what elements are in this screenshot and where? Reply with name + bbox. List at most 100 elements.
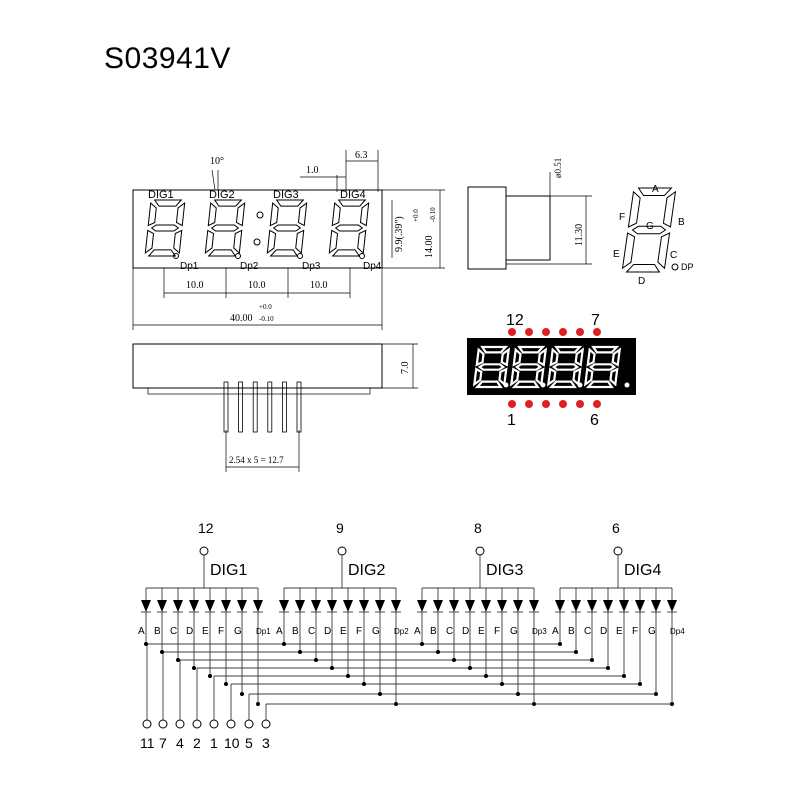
bottom-pin	[223, 381, 229, 433]
segment-b	[574, 347, 585, 367]
segment-label: C	[170, 626, 177, 637]
segment-label: B	[430, 626, 437, 637]
diode-triangle	[635, 600, 645, 612]
front-digits	[144, 199, 370, 259]
diode-triangle	[375, 600, 385, 612]
pin-layout-illustration: 12 7 1 6	[467, 312, 636, 429]
dp-dot	[173, 253, 179, 259]
angle-line	[211, 169, 216, 191]
segmap-label-e: E	[613, 249, 620, 260]
bottom-pin	[267, 381, 273, 433]
segment-label: G	[510, 626, 518, 637]
diode-triangle	[555, 600, 565, 612]
segment-f	[586, 347, 596, 367]
photo-pins	[508, 328, 601, 408]
diode-triangle	[587, 600, 597, 612]
pin-pitch-label: 2.54 x 5 = 12.7	[229, 455, 284, 465]
diode-triangle	[327, 600, 337, 612]
bottom-pin	[238, 381, 244, 433]
photo-dp-dot	[624, 382, 630, 388]
side-body	[467, 186, 507, 270]
segmap-label-b: B	[678, 217, 685, 228]
anode-pin-number: 6	[612, 520, 620, 536]
photo-digit	[509, 345, 548, 389]
segment-label: D	[462, 626, 469, 637]
junction-dot	[240, 692, 244, 696]
segment-a	[517, 345, 546, 354]
segment-d	[207, 249, 237, 257]
segment-map-digit	[621, 187, 677, 273]
front-digit-label: DIG2	[209, 189, 235, 201]
segment-label: A	[552, 626, 559, 637]
segmap-label-f: F	[619, 212, 625, 223]
segment-c	[295, 229, 305, 254]
anode-pin-number: 12	[198, 520, 214, 536]
diode-triangle	[391, 600, 401, 612]
diode-triangle	[253, 600, 263, 612]
segmap-label-c: C	[670, 250, 677, 261]
segment-e	[621, 232, 636, 270]
segment-f	[549, 347, 559, 367]
width-tol-minus: -0.10	[259, 315, 274, 323]
segment-f	[475, 347, 485, 367]
segment-label: E	[478, 626, 485, 637]
segment-b	[359, 201, 370, 227]
anode-pin-number: 9	[336, 520, 344, 536]
bottom-pins	[223, 381, 302, 433]
segment-c	[173, 229, 183, 254]
photo-pin-top	[542, 328, 550, 336]
segment-b	[537, 347, 548, 367]
segment-a	[213, 199, 243, 207]
bottom-base	[147, 387, 371, 395]
segment-map: A B C D E F G DP	[613, 184, 694, 287]
segment-output-terminal	[158, 719, 168, 729]
digit-width-label: 6.3	[355, 150, 368, 161]
diode-triangle	[619, 600, 629, 612]
digit-name-label: DIG1	[210, 562, 247, 579]
front-digit	[204, 199, 246, 257]
anode-pin-terminal	[337, 546, 347, 556]
segment-c	[357, 229, 367, 254]
segment-e	[509, 367, 520, 387]
pitch-label: 10.0	[248, 280, 266, 291]
junction-dot	[192, 666, 196, 670]
seg-width-label: 1.0	[306, 165, 319, 176]
width-label: 40.00	[230, 313, 253, 324]
diode-triangle	[157, 600, 167, 612]
segmap-label-g: G	[646, 221, 654, 232]
segment-pin-number: 4	[176, 735, 184, 751]
pitch-label: 10.0	[310, 280, 328, 291]
segment-f	[147, 202, 157, 227]
segment-label: D	[324, 626, 331, 637]
segmap-label-dp: DP	[681, 262, 694, 272]
photo-dp-dot	[503, 382, 509, 388]
segment-label: A	[414, 626, 421, 637]
part-number-title: S03941V	[104, 42, 231, 75]
segment-d	[331, 249, 361, 257]
segment-output-terminal	[175, 719, 185, 729]
segment-g	[588, 363, 617, 371]
front-digit	[144, 199, 186, 257]
segment-output-terminal	[142, 719, 152, 729]
front-digit-label: DIG4	[340, 189, 366, 201]
segment-a	[275, 199, 305, 207]
digit-name-label: DIG4	[624, 562, 661, 579]
bottom-pin	[281, 381, 287, 433]
width-tol-plus: +0.0	[259, 303, 272, 311]
segment-g	[272, 224, 302, 232]
colon-dot-lower	[253, 238, 261, 246]
photo-pin-bottom	[542, 400, 550, 408]
segment-label: E	[202, 626, 209, 637]
segment-a	[637, 187, 673, 197]
angle-label: 10°	[210, 156, 224, 167]
junction-dot	[176, 658, 180, 662]
segment-g	[334, 224, 364, 232]
side-height-label: 11.30	[574, 224, 585, 246]
segment-a	[337, 199, 367, 207]
segment-a	[591, 345, 620, 354]
junction-dot	[256, 702, 260, 706]
side-base	[505, 195, 551, 261]
segment-c	[233, 229, 243, 254]
segment-b	[235, 201, 246, 227]
